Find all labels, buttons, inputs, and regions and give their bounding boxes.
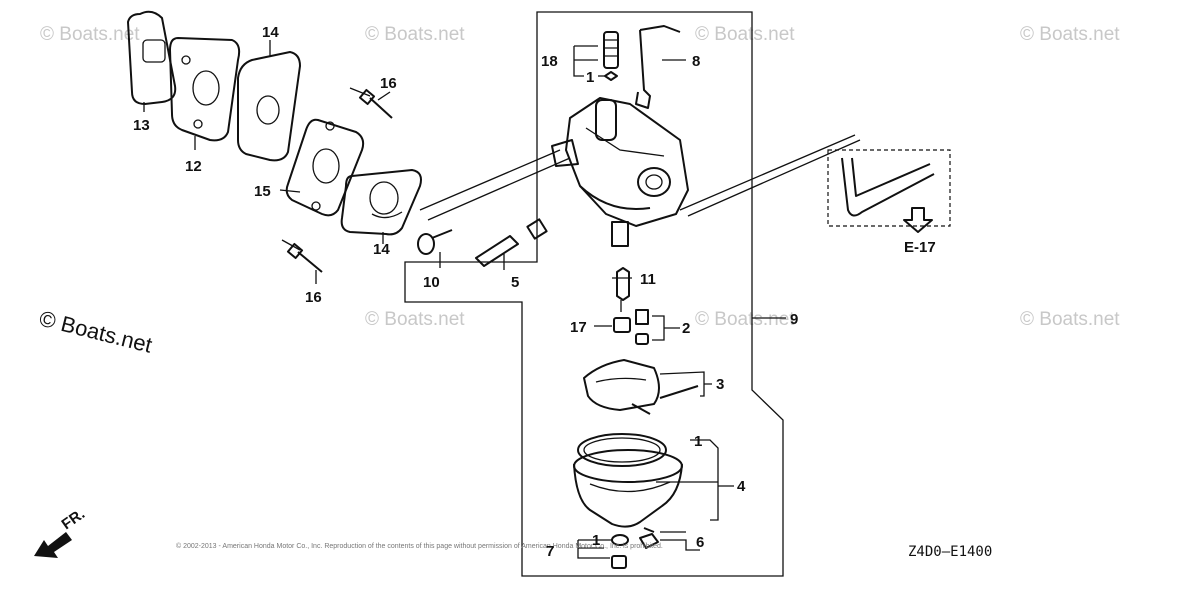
leader-lines-left [143,40,571,284]
carburetor-body [551,97,689,247]
callout-16-lower[interactable]: 16 [305,289,322,306]
diagram-code: Z4D0—E1400 [908,544,992,560]
reference-e17[interactable]: E-17 [904,239,936,256]
callout-1-drain[interactable]: 1 [592,532,600,549]
gasket-13 [127,10,177,105]
watermark: © Boats.net [1020,309,1120,330]
fuel-tube-reference: E-17 [679,134,951,256]
callout-1-gasket[interactable]: 1 [694,433,702,450]
float-3 [583,359,699,415]
assembly-outline [404,11,784,577]
callout-14-lower[interactable]: 14 [373,241,390,258]
float-valve-11 [616,267,630,312]
insulator-12 [169,37,241,142]
copyright-line: © 2002-2013 - American Honda Motor Co., … [176,542,663,550]
float-chamber-4 [573,449,683,528]
callout-10[interactable]: 10 [423,274,440,291]
watermark: © Boats.net [365,309,465,330]
gasket-14-upper [237,51,301,162]
callout-6[interactable]: 6 [696,534,704,551]
bolt-16-lower [286,242,323,273]
screw-10 [417,229,453,255]
direction-label: FR. [59,505,89,533]
main-jet-17 [613,317,631,333]
callout-15[interactable]: 15 [254,183,271,200]
callout-11[interactable]: 11 [640,271,656,288]
callout-8[interactable]: 8 [692,53,700,70]
watermarks: © Boats.net © Boats.net © Boats.net © Bo… [40,24,1120,330]
callout-17[interactable]: 17 [570,319,587,336]
watermark: © Boats.net [695,309,795,330]
gasket-14-lower [340,169,422,236]
callout-14-upper[interactable]: 14 [262,24,279,41]
callout-13[interactable]: 13 [133,117,150,134]
callout-9[interactable]: 9 [790,311,798,328]
pilot-screw-18 [603,31,619,69]
callout-4[interactable]: 4 [737,478,746,495]
watermark: © Boats.net [365,24,465,45]
watermark: © Boats.net [40,24,140,45]
callout-5[interactable]: 5 [511,274,519,291]
drain-screw-6 [639,527,659,549]
chamber-gasket-1 [577,433,667,467]
watermark: © Boats.net [1020,24,1120,45]
watermark: © Boats.net [695,24,795,45]
callout-2[interactable]: 2 [682,320,690,337]
gasket-15 [285,118,365,217]
callout-1-top[interactable]: 1 [586,69,594,86]
callout-12[interactable]: 12 [185,158,202,175]
callout-3[interactable]: 3 [716,376,724,393]
drain-bolt-7 [611,555,627,569]
callout-7[interactable]: 7 [546,543,554,560]
throttle-screw-5 [475,218,548,267]
leader-lines-center [439,45,786,559]
callout-16-upper[interactable]: 16 [380,75,397,92]
o-ring-1-top [604,71,618,81]
main-watermark: © Boats.net [37,306,155,358]
choke-lever-8 [635,25,681,109]
nozzle-2 [635,309,649,345]
callouts: 13 12 14 16 15 14 16 10 5 18 1 8 11 17 2… [133,24,798,560]
front-direction-arrow: FR. [34,505,88,558]
callout-18[interactable]: 18 [541,53,558,70]
